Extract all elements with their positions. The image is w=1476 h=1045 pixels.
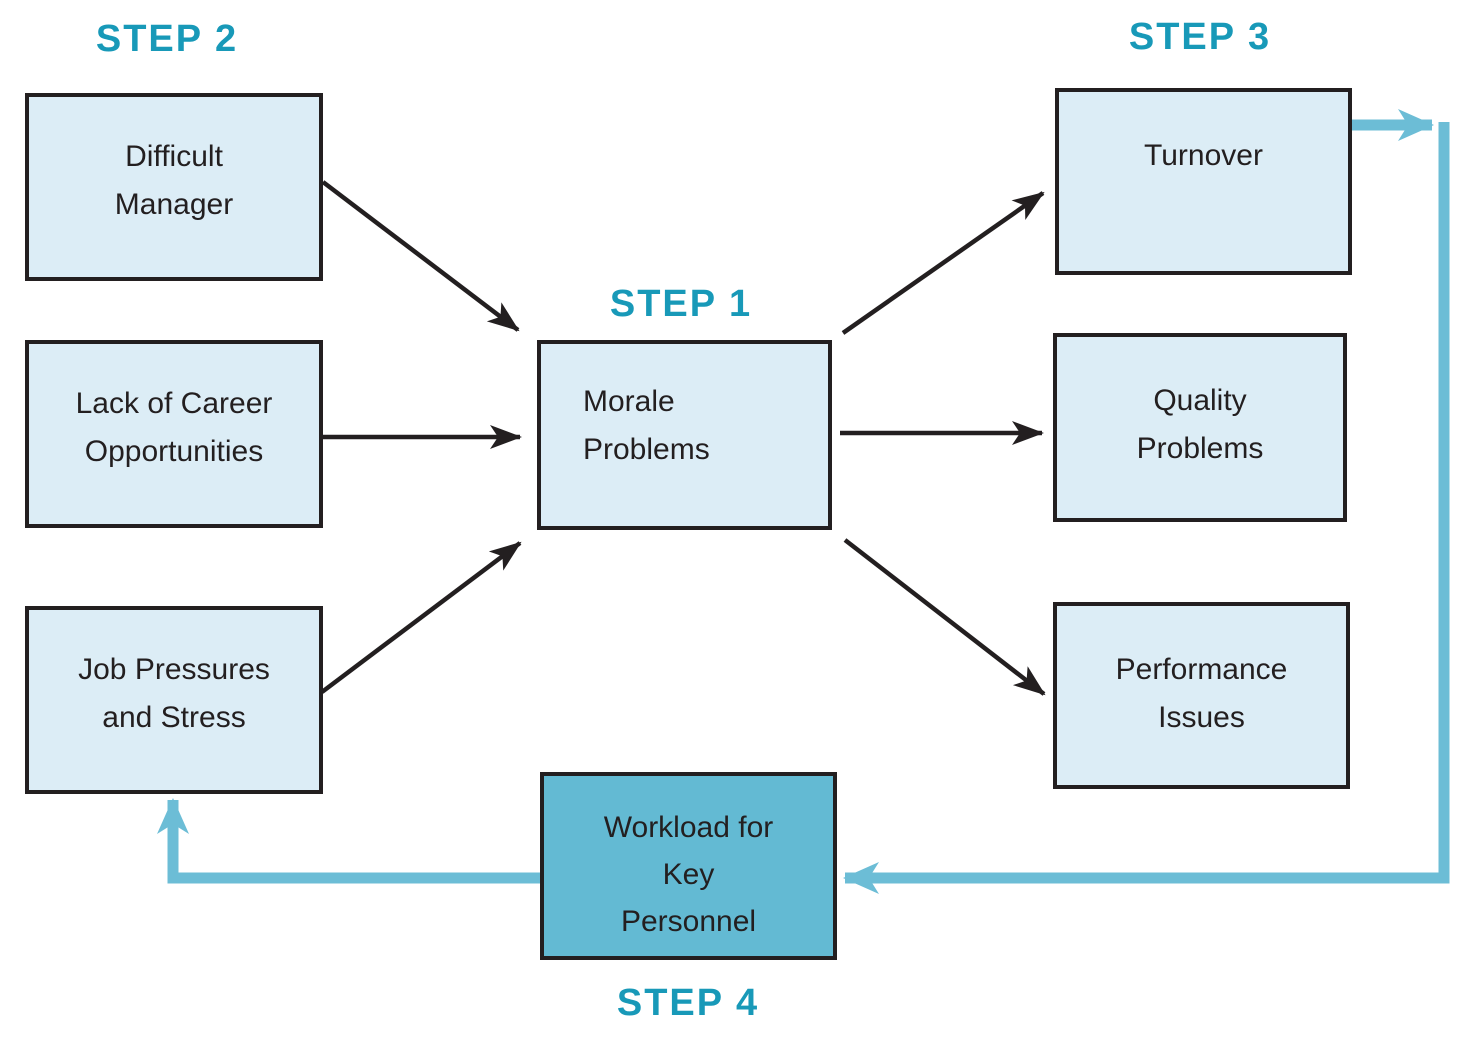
node-job-pressures: Job Pressures and Stress — [25, 606, 323, 794]
node-difficult-manager: Difficult Manager — [25, 93, 323, 281]
node-label-line: Issues — [1158, 701, 1245, 734]
node-label-line: Problems — [583, 433, 710, 466]
node-turnover: Turnover — [1055, 88, 1352, 275]
node-morale-problems: Morale Problems — [537, 340, 832, 530]
node-label-line: and Stress — [102, 701, 246, 734]
node-label-line: Problems — [1136, 432, 1264, 465]
node-label-line: Key — [662, 858, 715, 891]
node-label-line: Turnover — [1144, 139, 1263, 172]
arrow-job-pressures-to-morale — [320, 541, 522, 694]
node-label-line: Morale — [583, 385, 675, 418]
node-workload: Workload for Key Personnel — [540, 772, 837, 960]
node-label-line: Job Pressures — [78, 653, 270, 686]
node-label-line: Workload for — [603, 811, 774, 844]
step-4-label: STEP 4 — [616, 982, 760, 1024]
arrow-morale-to-turnover — [841, 191, 1045, 335]
node-label-line: Manager — [114, 188, 234, 221]
step-1-label: STEP 1 — [609, 283, 753, 325]
node-quality-problems: Quality Problems — [1053, 333, 1347, 522]
node-performance-issues: Performance Issues — [1053, 602, 1350, 789]
step-3-label: STEP 3 — [1128, 16, 1272, 58]
node-lack-of-career: Lack of Career Opportunities — [25, 340, 323, 528]
step-2-label: STEP 2 — [95, 18, 239, 60]
node-label-line: Performance — [1115, 653, 1288, 686]
feedback-arrow-into-workload — [843, 122, 1450, 894]
arrow-morale-to-performance — [843, 538, 1046, 696]
node-label-line: Quality — [1153, 384, 1247, 417]
feedback-arrow-workload-to-job-pressures — [157, 798, 540, 884]
node-label-line: Lack of Career — [75, 387, 273, 420]
arrow-difficult-manager-to-morale — [321, 180, 520, 332]
node-label-line: Personnel — [620, 905, 757, 938]
node-label-line: Opportunities — [84, 435, 264, 468]
node-label-line: Difficult — [125, 140, 223, 173]
